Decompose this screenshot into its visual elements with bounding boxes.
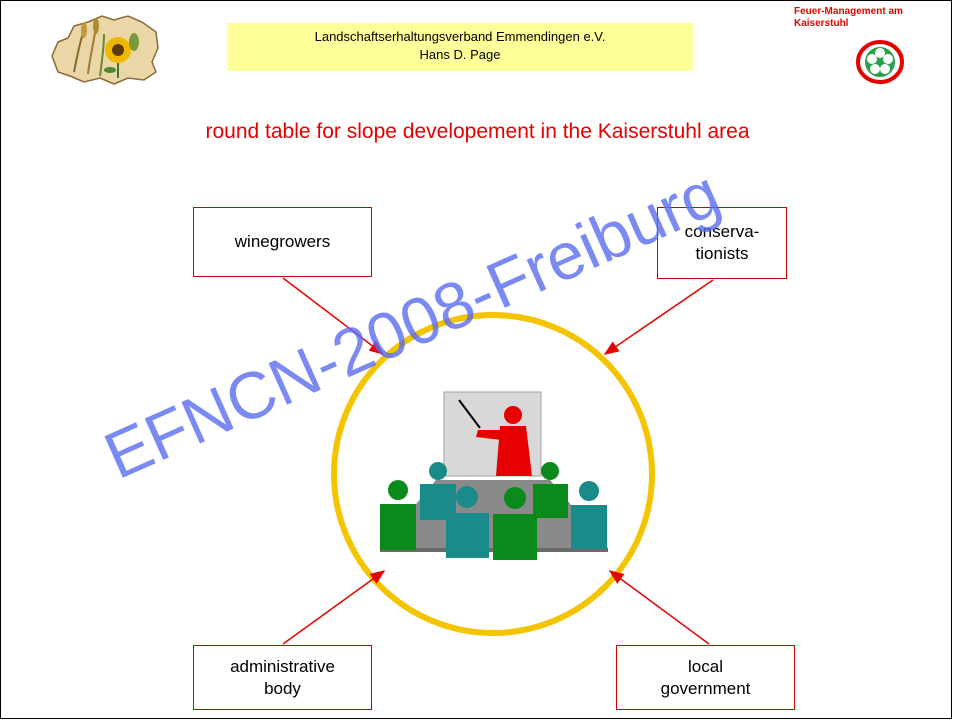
role-label: winegrowers <box>234 232 331 251</box>
role-label-line-2: government <box>660 678 751 698</box>
role-label-line-2: tionists <box>695 244 749 263</box>
role-label-line-2: body <box>264 678 301 698</box>
slide-title: round table for slope developement in th… <box>205 120 750 143</box>
map-logo-icon <box>51 15 159 85</box>
role-label-line-1: administrative <box>230 656 335 676</box>
role-label-line-1: local <box>688 656 723 676</box>
arrow-winegrowers <box>282 277 385 355</box>
arrow-local-government <box>608 570 710 645</box>
role-box-winegrowers: winegrowers <box>193 207 372 277</box>
role-box-conservationists: conserva- tionists <box>657 207 787 279</box>
round-table-circle <box>331 312 655 636</box>
meeting-presentation-icon <box>380 391 608 560</box>
author-name: Hans D. Page <box>419 47 501 62</box>
brand-line-1: Feuer-Management am <box>794 6 903 17</box>
arrow-administrative-body <box>282 570 386 645</box>
role-label-line-1: conserva- <box>684 222 760 241</box>
flower-emblem-icon <box>856 40 904 84</box>
role-box-administrative-body: administrative body <box>193 645 372 710</box>
project-brand: Feuer-Management am Kaiserstuhl <box>794 6 944 30</box>
role-box-local-government: local government <box>616 645 795 710</box>
organization-name: Landschaftserhaltungsverband Emmendingen… <box>314 29 606 44</box>
organization-header: Landschaftserhaltungsverband Emmendingen… <box>227 23 693 71</box>
arrow-conservationists <box>603 279 714 355</box>
brand-line-2: Kaiserstuhl <box>794 18 849 29</box>
